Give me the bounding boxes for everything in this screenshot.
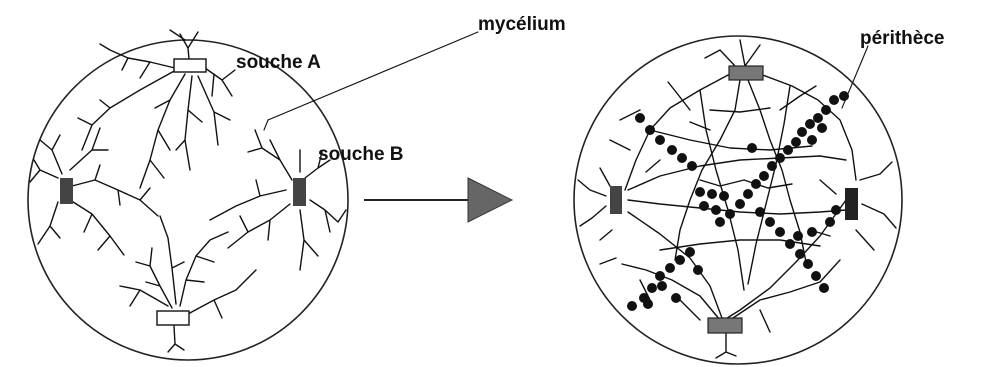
strain-b-patch-right — [293, 178, 306, 206]
mycelium-leader-line — [268, 32, 478, 120]
strain-b-patch-left — [60, 178, 73, 204]
strain-a-box-bottom-before — [157, 311, 189, 325]
label-strain-a: souche A — [236, 52, 321, 73]
strain-a-box-bottom-after — [708, 318, 742, 333]
strain-b-patch-right-after — [845, 188, 858, 220]
strain-b-patch-left-after — [610, 186, 622, 214]
label-perithecia: périthèce — [860, 28, 944, 49]
strain-a-box-before — [174, 59, 206, 72]
transition-arrow — [364, 178, 512, 222]
strain-a-box-after — [729, 66, 763, 80]
perithecia-dots — [627, 91, 849, 311]
label-strain-b: souche B — [318, 144, 404, 165]
mycelium-leader-tick — [264, 120, 268, 130]
label-mycelium: mycélium — [478, 14, 566, 35]
